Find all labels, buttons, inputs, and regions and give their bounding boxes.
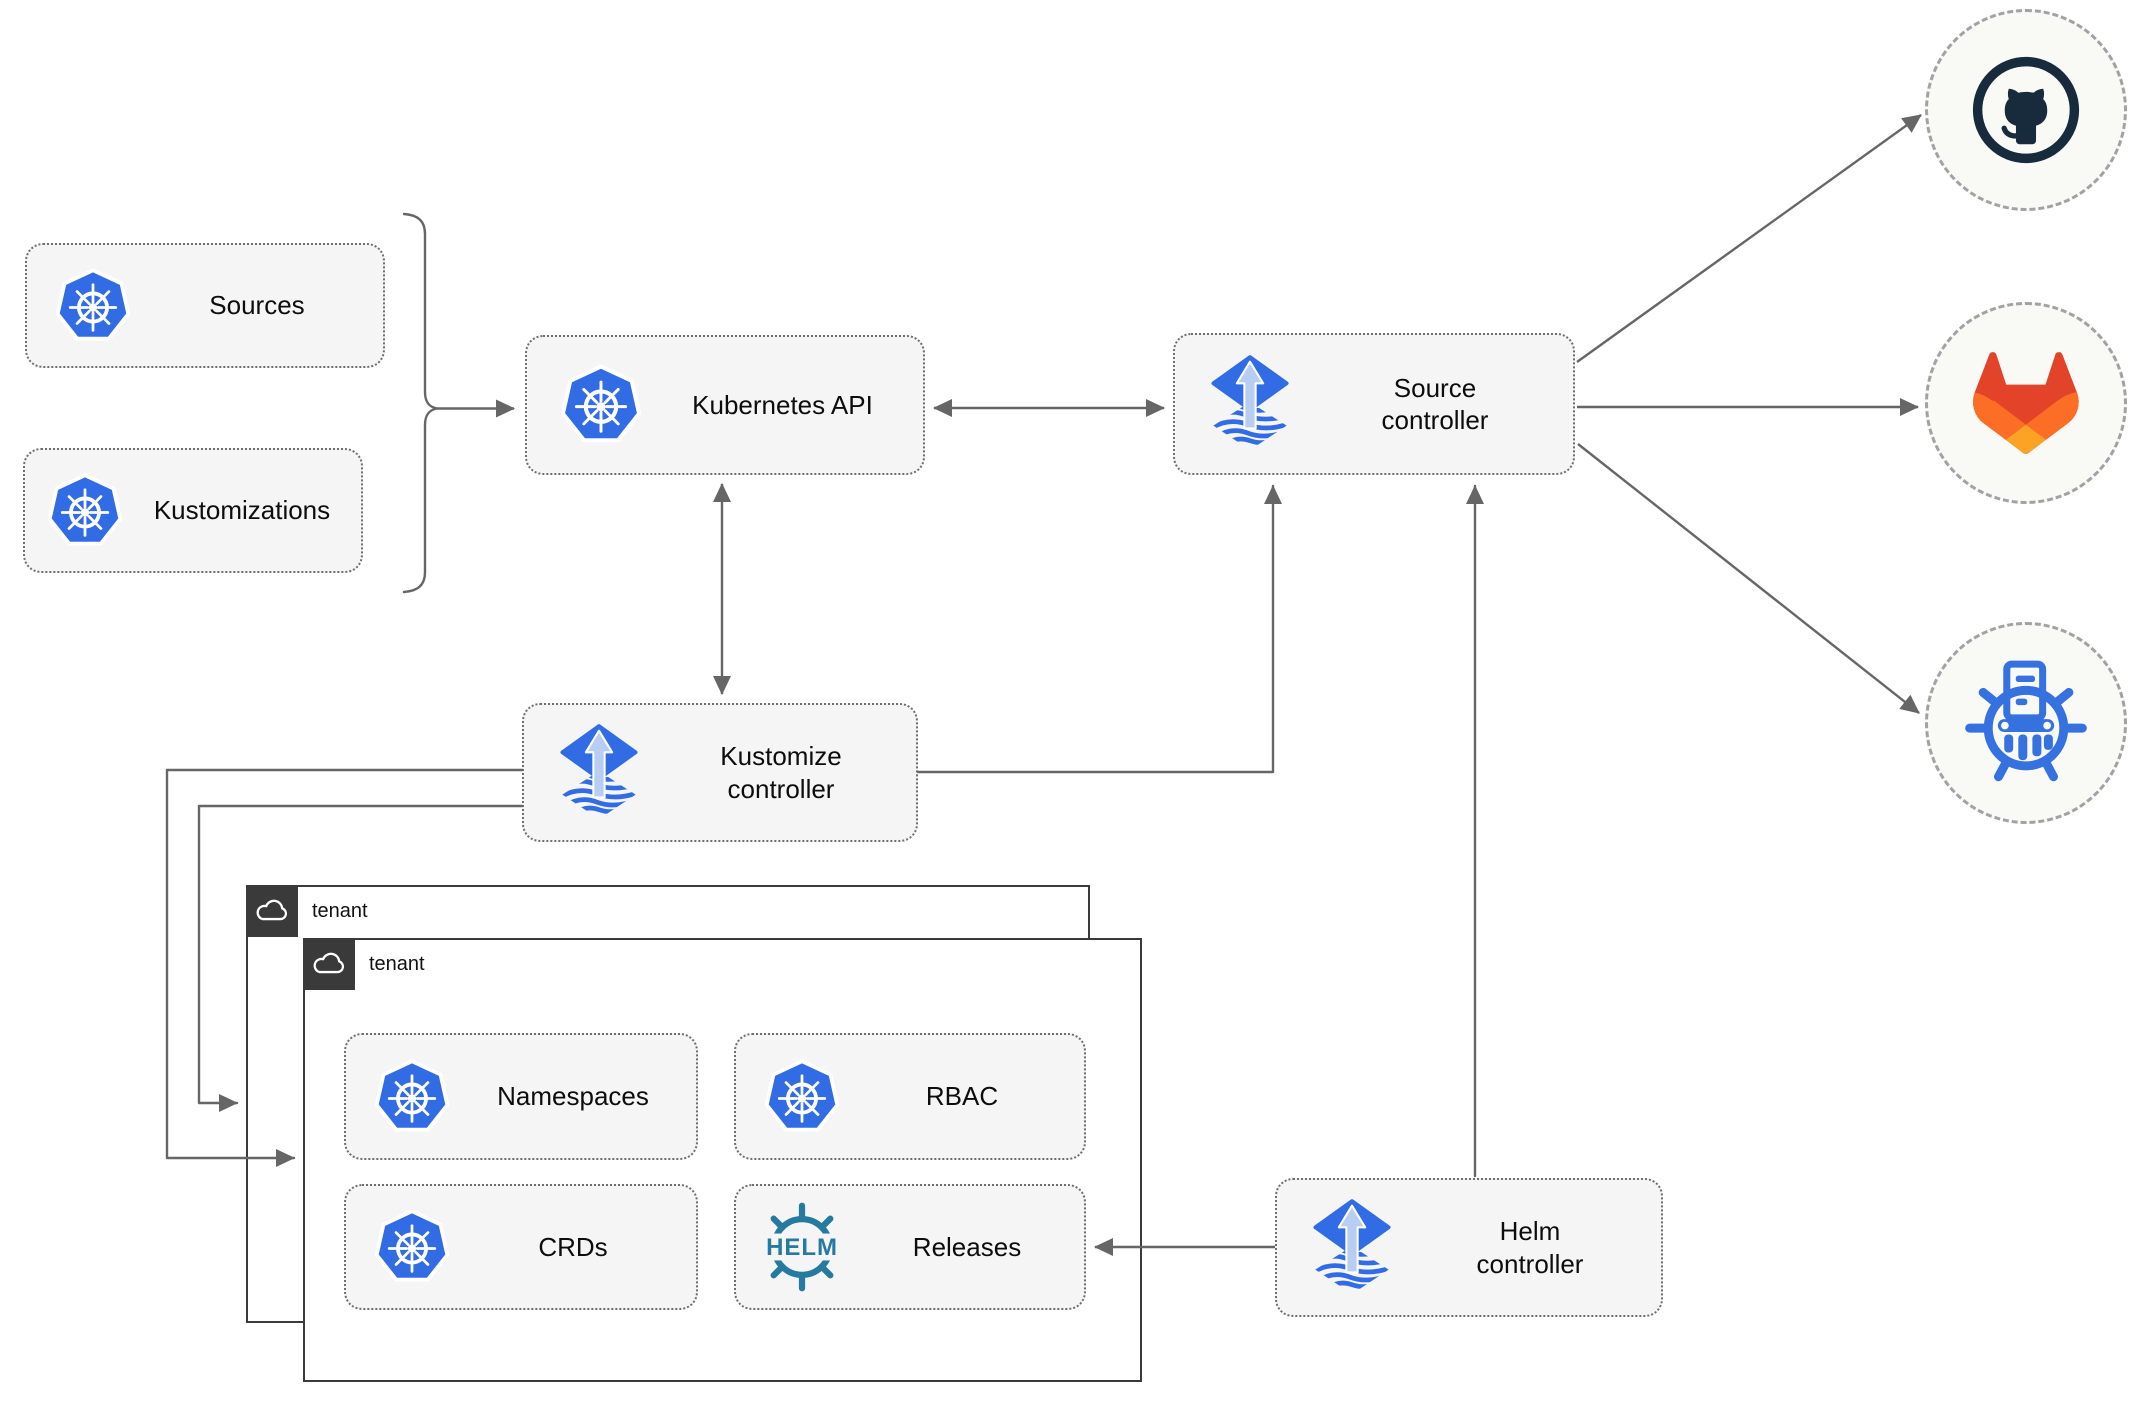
edge-source-to-github — [1576, 114, 1922, 363]
node-kubernetes-api: Kubernetes API — [525, 335, 925, 475]
node-label: Source controller — [1381, 372, 1489, 436]
cloud-icon — [255, 898, 289, 925]
chartmuseum-icon — [1965, 660, 2087, 782]
flux-icon — [1203, 353, 1297, 455]
node-label: Namespaces — [497, 1081, 649, 1112]
gitlab-target — [1925, 302, 2127, 504]
node-sources: Sources — [25, 243, 385, 368]
tenant-box-front: tenant — [303, 938, 1142, 1382]
node-label: Kustomizations — [153, 495, 331, 526]
node-crds: CRDs — [344, 1184, 698, 1310]
kubernetes-icon — [47, 473, 123, 549]
node-label: Helm controller — [1476, 1216, 1584, 1279]
tenant-label: tenant — [312, 900, 368, 922]
edge-kustomize-to-source-controller — [916, 484, 1282, 774]
github-octocat-icon — [1972, 56, 2080, 164]
node-label: RBAC — [925, 1081, 999, 1112]
node-label: Kustomize controller — [720, 741, 842, 804]
edge-source-to-chartmuseum — [1577, 443, 1920, 714]
node-kustomizations: Kustomizations — [23, 448, 363, 573]
tenant-tab — [303, 938, 355, 990]
node-namespaces: Namespaces — [344, 1033, 698, 1160]
kubernetes-icon — [55, 268, 131, 344]
brace-sources-group — [402, 212, 439, 594]
node-label: Sources — [209, 290, 305, 321]
node-label: Kubernetes API — [692, 389, 873, 420]
github-target — [1925, 9, 2127, 211]
node-label: Releases — [912, 1231, 1022, 1262]
node-releases: HELM Releases — [734, 1184, 1086, 1310]
kubernetes-icon — [374, 1209, 450, 1285]
tenant-tab — [246, 885, 298, 937]
node-helm-controller: Helm controller — [1275, 1178, 1663, 1317]
kubernetes-icon — [374, 1059, 450, 1135]
helm-icon: HELM — [754, 1199, 850, 1295]
node-rbac: RBAC — [734, 1033, 1086, 1160]
flux-icon — [1305, 1197, 1399, 1299]
node-kustomize-controller: Kustomize controller — [522, 703, 918, 842]
node-source-controller: Source controller — [1173, 333, 1575, 475]
helm-logo-text: HELM — [766, 1234, 838, 1261]
kubernetes-icon — [560, 364, 642, 446]
gitlab-tanuki-icon — [1973, 352, 2079, 454]
tenant-label: tenant — [369, 953, 425, 975]
kubernetes-icon — [764, 1059, 840, 1135]
chartmuseum-target — [1925, 622, 2127, 824]
flux-icon — [552, 722, 646, 824]
node-label: CRDs — [538, 1231, 608, 1262]
cloud-icon — [312, 951, 346, 978]
